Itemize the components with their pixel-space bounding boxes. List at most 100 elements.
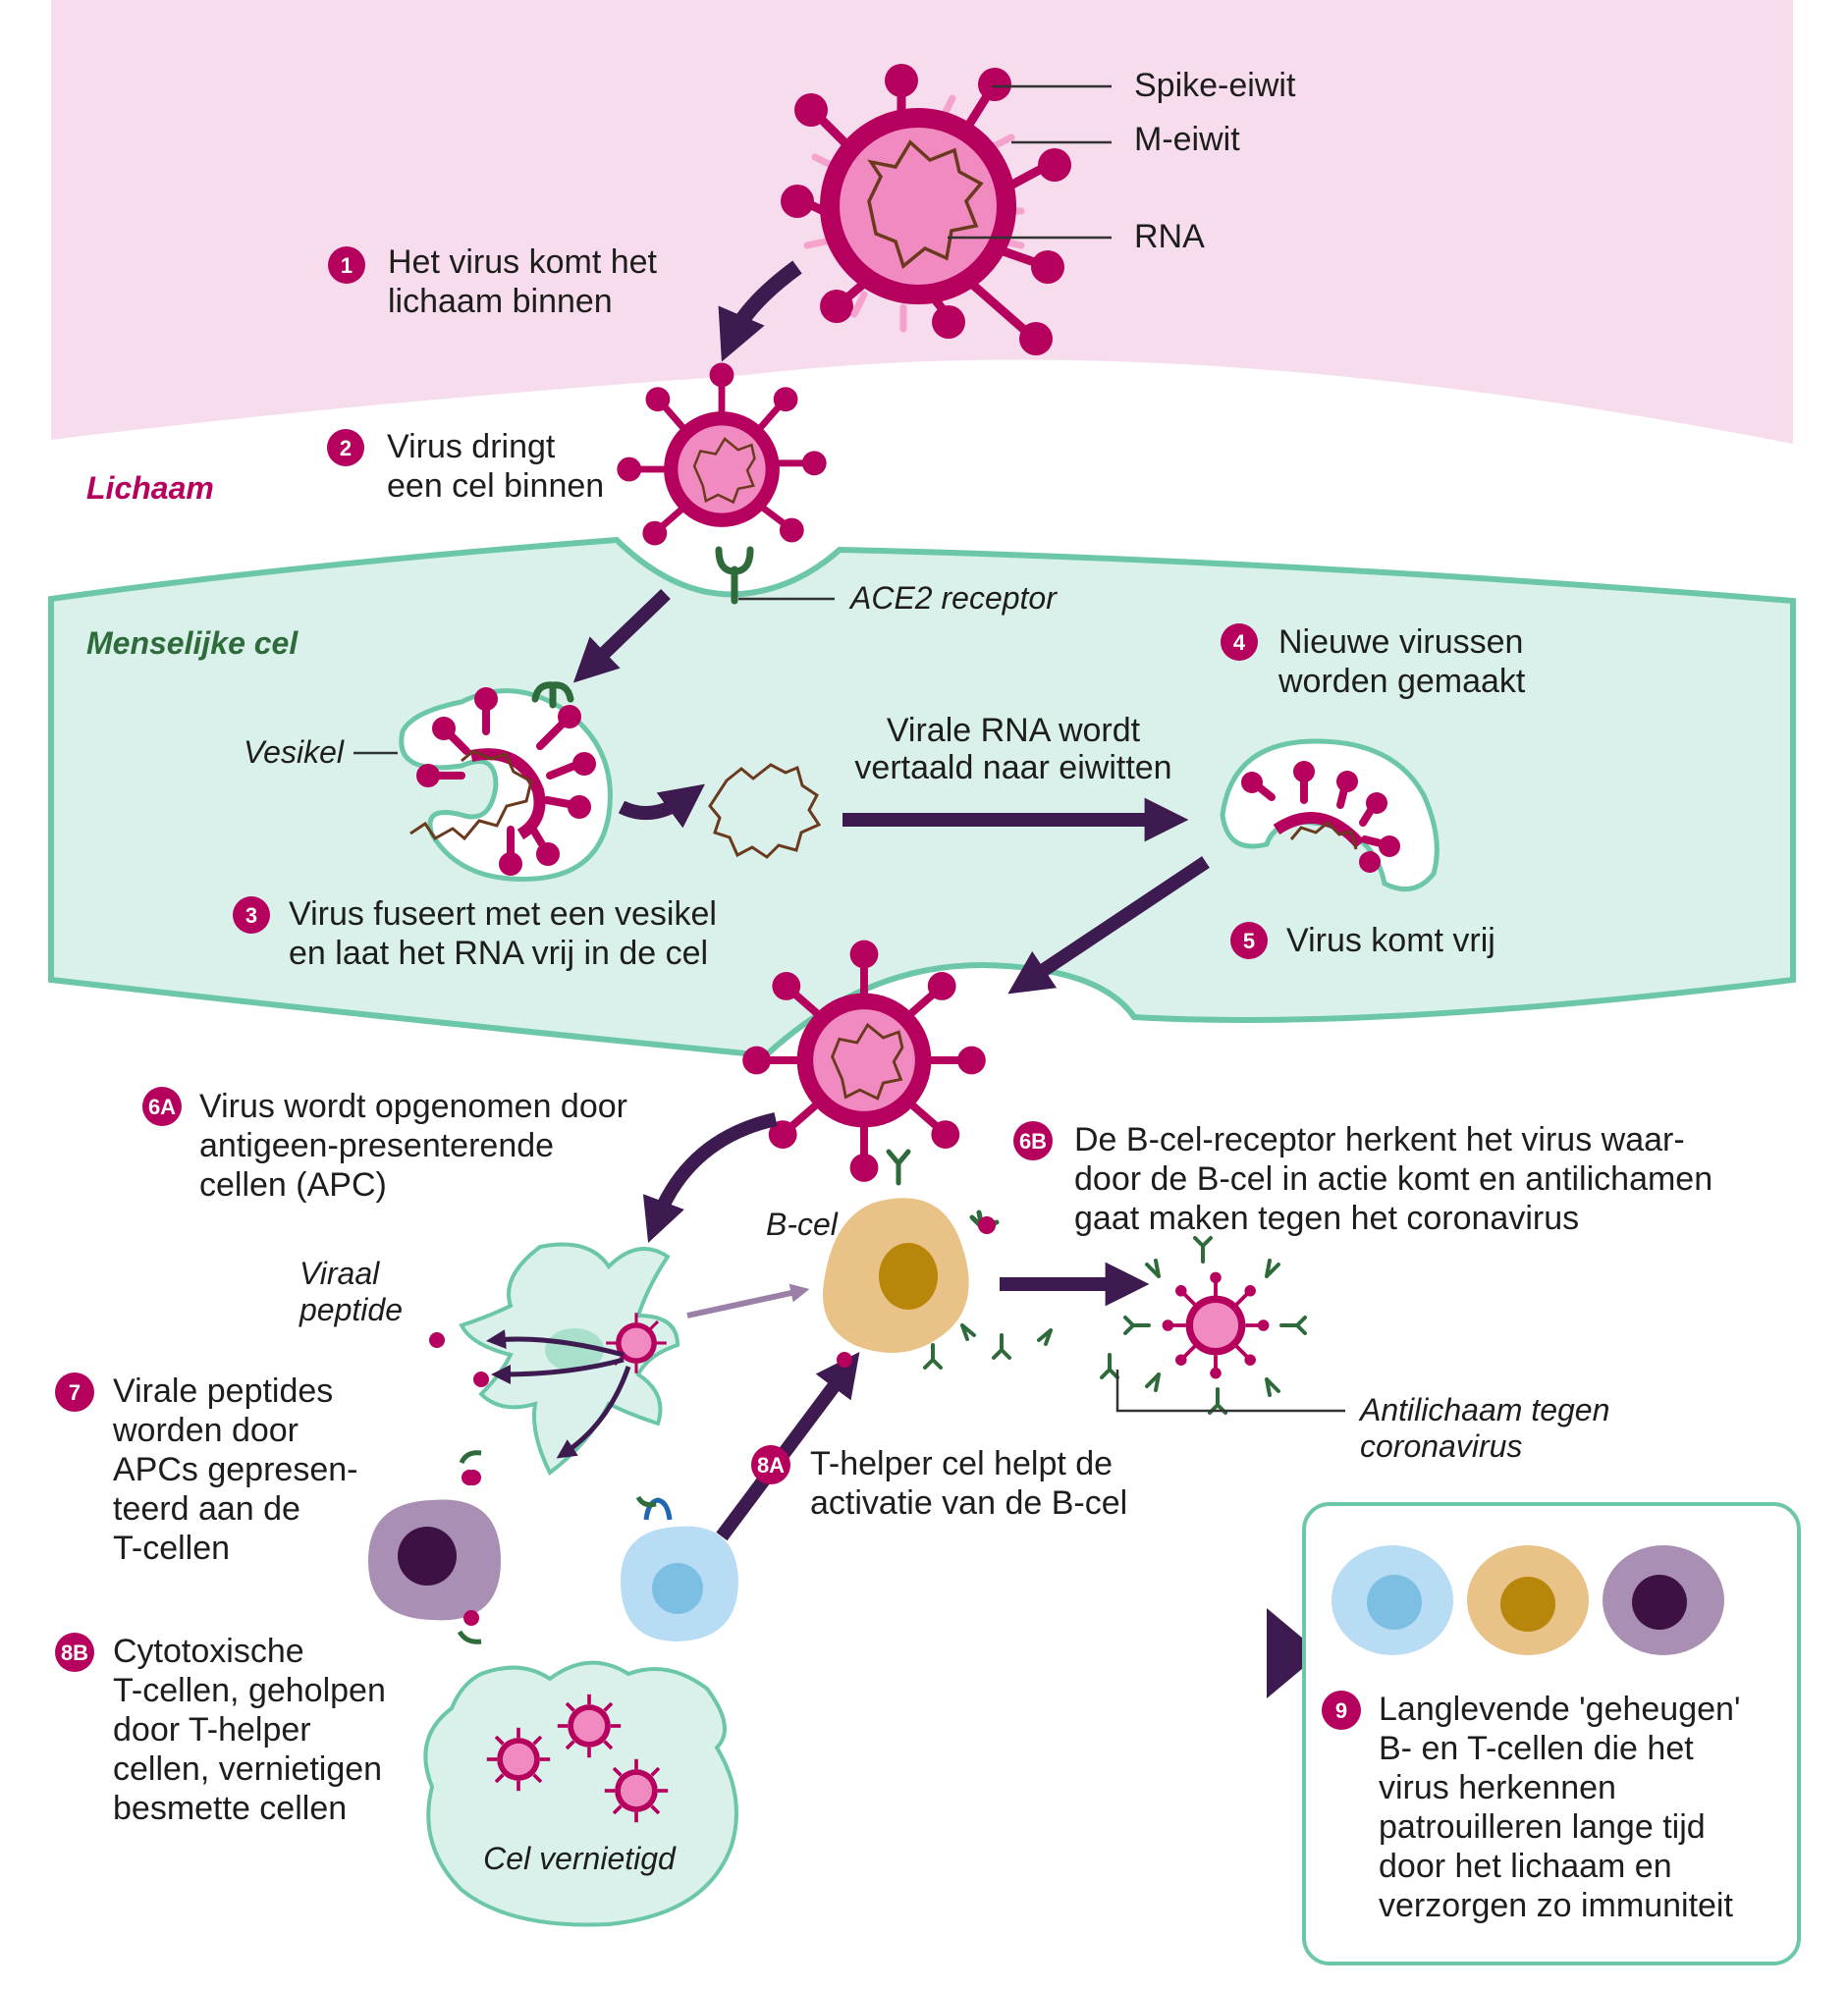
step-6a-line-3: cellen (APC) xyxy=(199,1166,387,1204)
virus-icon xyxy=(486,1694,669,1823)
step-9-line-3: virus herkennen xyxy=(1379,1769,1616,1806)
zone-label-menselijke-cel: Menselijke cel xyxy=(86,625,299,661)
virus-particle xyxy=(837,1352,852,1368)
step-9-line-4: patrouilleren lange tijd xyxy=(1379,1808,1706,1846)
virus-icon xyxy=(606,1313,667,1373)
arrow-memory-head xyxy=(1267,1608,1321,1698)
badge-step-6a-label: 6A xyxy=(148,1095,176,1119)
step-6b-line-3: gaat maken tegen het coronavirus xyxy=(1074,1200,1579,1237)
label-virale-rna-1: Virale RNA wordt xyxy=(887,712,1141,749)
badge-step-6b-label: 6B xyxy=(1019,1129,1047,1154)
label-rna: RNA xyxy=(1134,218,1205,255)
step-9: 9 Langlevende 'geheugen' B- en T-cellen … xyxy=(1322,1691,1740,1924)
step-6a-line-1: Virus wordt opgenomen door xyxy=(199,1088,627,1125)
vesicle-icon xyxy=(399,687,613,882)
step-8b-line-1: Cytotoxische xyxy=(113,1633,304,1670)
badge-step-1-label: 1 xyxy=(341,253,353,278)
badge-step-5-label: 5 xyxy=(1243,929,1255,953)
step-8a-line-1: T-helper cel helpt de xyxy=(810,1445,1113,1482)
cytotoxic-t-cell-icon xyxy=(1603,1545,1724,1655)
ace2-receptor-icon xyxy=(531,681,574,709)
step-8a: 8A T-helper cel helpt de activatie van d… xyxy=(751,1445,1127,1522)
t-helper-cell-icon xyxy=(1332,1545,1453,1655)
step-1-line-2: lichaam binnen xyxy=(388,283,613,320)
badge-step-2 xyxy=(327,429,364,466)
step-9-line-2: B- en T-cellen die het xyxy=(1379,1730,1694,1767)
badge-step-1 xyxy=(328,246,365,284)
vesicle-icon xyxy=(1220,738,1440,892)
step-3: 3 Virus fuseert met een vesikel en laat … xyxy=(233,895,717,972)
step-3-line-1: Virus fuseert met een vesikel xyxy=(289,895,717,933)
step-3-line-2: en laat het RNA vrij in de cel xyxy=(289,935,708,972)
step-9-line-1: Langlevende 'geheugen' xyxy=(1379,1691,1740,1728)
step-6a-line-2: antigeen-presenterende xyxy=(199,1127,554,1164)
ace2-receptor-icon xyxy=(715,546,754,605)
zone-label-lichaam: Lichaam xyxy=(86,470,214,506)
b-cell-icon xyxy=(1467,1545,1589,1655)
badge-step-8a-label: 8A xyxy=(757,1453,785,1478)
label-viraal: Viraal xyxy=(299,1256,380,1291)
label-peptide: peptide xyxy=(299,1292,403,1327)
b-cell-icon xyxy=(823,1198,969,1353)
step-6b-line-2: door de B-cel in actie komt en antilicha… xyxy=(1074,1160,1712,1198)
badge-step-3-label: 3 xyxy=(245,903,257,928)
step-1: 1 Het virus komt het lichaam binnen xyxy=(328,243,658,320)
rna-icon xyxy=(708,763,822,859)
antibody-icon xyxy=(923,1236,1307,1415)
virus-label-leaders xyxy=(948,84,1112,240)
ace2-receptor-icon xyxy=(643,1497,673,1521)
step-8b-line-5: besmette cellen xyxy=(113,1790,347,1827)
step-8b-line-2: T-cellen, geholpen xyxy=(113,1672,386,1709)
antibody-icon xyxy=(457,1450,657,1644)
peptide-presentation-arrows xyxy=(486,1329,631,1459)
step-5: 5 Virus komt vrij xyxy=(1230,922,1495,959)
cytotoxic-t-cell-icon xyxy=(368,1499,501,1621)
step-5-line-1: Virus komt vrij xyxy=(1286,922,1495,959)
arrow-rna-release xyxy=(618,783,705,829)
t-helper-cell-icon xyxy=(621,1526,738,1641)
arrow-virus-release xyxy=(1007,856,1210,995)
badge-step-6b xyxy=(1013,1121,1053,1160)
step-7-line-4: teerd aan de xyxy=(113,1490,300,1528)
arrow-enter-body xyxy=(718,260,802,362)
step-9-line-5: door het lichaam en xyxy=(1379,1848,1672,1885)
step-7-line-2: worden door xyxy=(112,1412,299,1449)
step-2: 2 Virus dringt een cel binnen xyxy=(327,428,604,505)
step-6b-line-1: De B-cel-receptor herkent het virus waar… xyxy=(1074,1121,1685,1158)
step-2-line-2: een cel binnen xyxy=(387,467,604,505)
badge-step-8a xyxy=(751,1445,790,1484)
virus-icon xyxy=(1162,1271,1270,1379)
label-ace2-receptor: ACE2 receptor xyxy=(848,580,1058,616)
step-6b: 6B De B-cel-receptor herkent het virus w… xyxy=(1013,1121,1712,1237)
badge-step-7-label: 7 xyxy=(69,1380,81,1405)
virus-particle xyxy=(978,1216,996,1234)
badge-step-4-label: 4 xyxy=(1233,630,1246,655)
badge-step-8b xyxy=(55,1633,94,1672)
step-8a-line-2: activatie van de B-cel xyxy=(810,1484,1127,1522)
destroyed-cell xyxy=(423,1660,738,1927)
badge-step-7 xyxy=(55,1372,94,1412)
step-9-line-6: verzorgen zo immuniteit xyxy=(1379,1887,1733,1924)
virus-icon xyxy=(781,64,1071,355)
badge-step-3 xyxy=(233,896,270,934)
label-b-cel: B-cel xyxy=(766,1207,839,1242)
virus-icon xyxy=(742,940,986,1182)
step-8b-line-4: cellen, vernietigen xyxy=(113,1750,382,1788)
step-8b: 8B Cytotoxische T-cellen, geholpen door … xyxy=(55,1633,386,1827)
label-spike-eiwit: Spike-eiwit xyxy=(1134,67,1296,104)
label-cel-vernietigd: Cel vernietigd xyxy=(483,1841,677,1876)
badge-step-4 xyxy=(1221,623,1258,661)
step-4-line-2: worden gemaakt xyxy=(1277,663,1526,700)
virus-particle xyxy=(463,1470,481,1626)
badge-step-9-label: 9 xyxy=(1335,1698,1347,1723)
badge-step-6a xyxy=(142,1087,182,1126)
badge-step-5 xyxy=(1230,922,1268,959)
label-antilichaam-2: coronavirus xyxy=(1360,1428,1522,1464)
step-1-line-1: Het virus komt het xyxy=(388,243,658,281)
virus-icon xyxy=(617,362,827,546)
label-m-eiwit: M-eiwit xyxy=(1134,121,1240,158)
label-antilichaam-1: Antilichaam tegen xyxy=(1358,1392,1609,1427)
step-7-line-1: Virale peptides xyxy=(113,1372,333,1410)
